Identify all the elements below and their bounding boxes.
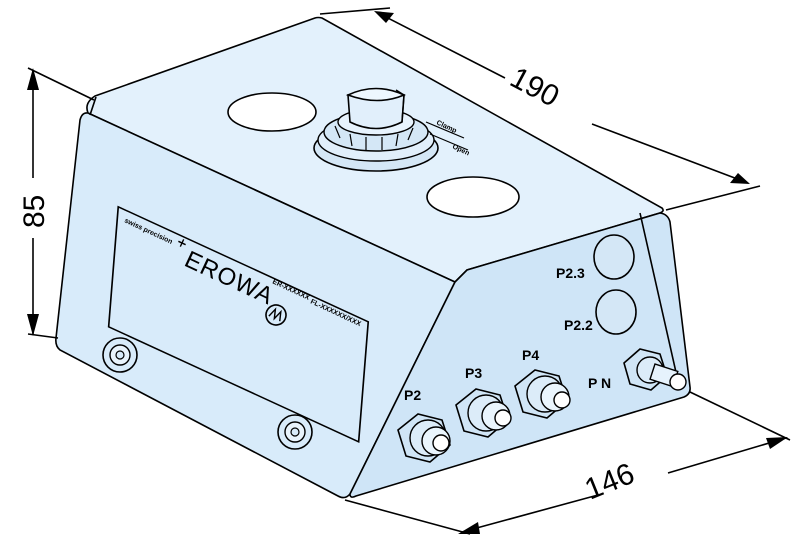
label-p2: P2 [404, 387, 421, 403]
mounting-hole-rear [277, 414, 313, 450]
dimension-length [319, 7, 761, 211]
dimension-width-label: 146 [580, 457, 639, 506]
label-pn: P N [588, 375, 611, 391]
brand-logo-icon [265, 304, 287, 326]
port-p2-2 [595, 289, 637, 335]
label-p4: P4 [522, 347, 539, 363]
fitting-p3 [455, 388, 512, 438]
dimension-length-label: 190 [505, 61, 565, 114]
dimension-height [27, 67, 95, 339]
top-hole-left [227, 92, 317, 132]
top-hole-right [426, 176, 520, 218]
port-p2-3 [593, 234, 635, 280]
label-p2-2: P2.2 [564, 317, 593, 333]
dimension-width [344, 391, 791, 535]
nameplate [107, 205, 370, 443]
mounting-hole-front [102, 337, 138, 373]
dimension-height-label: 85 [18, 195, 51, 228]
label-p3: P3 [465, 365, 482, 381]
fitting-p2 [397, 413, 451, 463]
swiss-cross-icon [178, 239, 186, 247]
left-face [55, 112, 457, 499]
fitting-pn [623, 348, 687, 391]
fitting-p4 [514, 369, 571, 419]
selector-knob[interactable] [313, 87, 439, 172]
top-features [227, 92, 520, 218]
label-p2-3: P2.3 [556, 265, 585, 281]
